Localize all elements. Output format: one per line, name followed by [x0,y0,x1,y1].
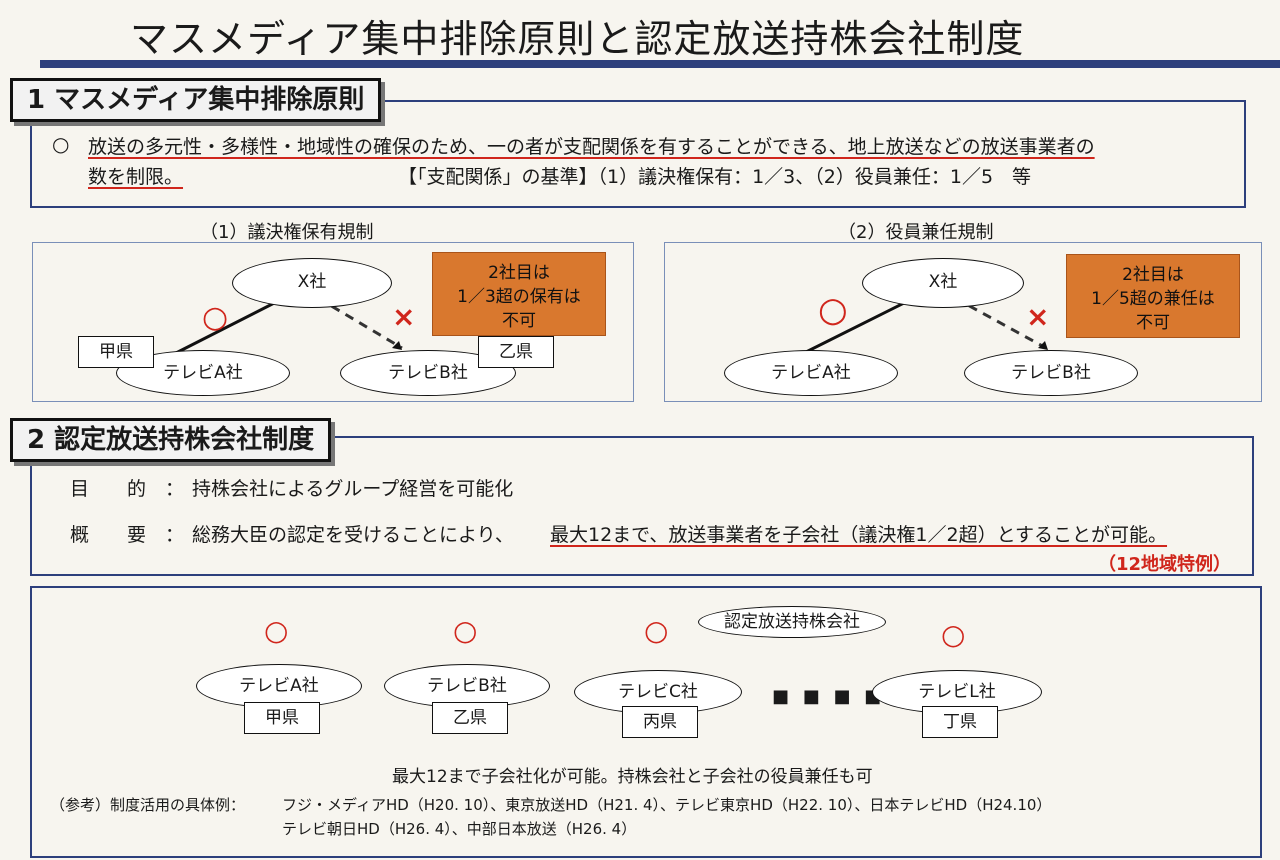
diagram2-tv-a: テレビA社 [724,350,898,396]
section1-criteria: 【「支配関係」の基準】（1）議決権保有：1／3、（2）役員兼任：1／5 等 [398,166,1032,188]
page-title: マスメディア集中排除原則と認定放送持株会社制度 [130,17,1025,61]
subsidiary-a: テレビA社 [196,664,362,708]
diagram2-x-company: X社 [862,258,1024,308]
diagram2-caption: （2）役員兼任規制 [838,222,994,243]
reference-label: （参考）制度活用の具体例： [50,796,246,814]
diagram3-bracket-note: 最大12まで子会社化が可能。持株会社と子会社の役員兼任も可 [392,767,873,787]
diagram1-pref-left: 甲県 [78,336,154,368]
section2-special: （12地域特例） [1098,554,1232,575]
subsidiary-a-prefecture: 甲県 [244,702,320,734]
subsidiary-b-prefecture: 乙県 [432,702,508,734]
section2-summary-text-a: 総務大臣の認定を受けることにより、 [192,524,514,546]
diagram2-tv-b: テレビB社 [964,350,1138,396]
subsidiary-c-prefecture: 丙県 [622,706,698,738]
diagram2-ok-mark: ○ [818,290,848,330]
section1-bullet: ○ [52,132,70,156]
section1-text-line1: 放送の多元性・多様性・地域性の確保のため、一の者が支配関係を有することができる、… [88,136,1095,158]
diagram1-x-company: X社 [232,258,392,308]
diagram1-ok-mark: ○ [202,300,229,335]
subsidiary-l-prefecture: 丁県 [922,706,998,738]
diagram1-pref-right: 乙県 [478,336,554,368]
diagram2-note-line1: 2社目は [1122,265,1184,285]
diagram1-note-line1: 2社目は [488,263,550,283]
diagram1-ng-mark: × [392,300,416,333]
reference-line1: フジ・メディアHD（H20. 10）、東京放送HD（H21. 4）、テレビ東京H… [282,796,1052,814]
subsidiary-a-ok-mark: ○ [264,614,289,647]
section2-summary-text-b: 最大12まで、放送事業者を子会社（議決権1／2超）とすることが可能。 [550,524,1168,546]
diagram2-note: 2社目は 1／5超の兼任は 不可 [1066,254,1240,338]
title-underline [40,60,1280,68]
section1-heading: 1 マスメディア集中排除原則 [10,78,382,122]
subsidiary-ellipsis: ■ ■ ■ ■ [772,686,886,707]
reference-line2: テレビ朝日HD（H26. 4）、中部日本放送（H26. 4） [282,820,637,838]
diagram2-note-line2: 1／5超の兼任は [1091,289,1215,309]
section2-heading: 2 認定放送持株会社制度 [10,418,332,462]
subsidiary-b-ok-mark: ○ [453,614,478,647]
section1-text-line2: 数を制限。 [88,166,184,188]
holding-company: 認定放送持株会社 [698,606,886,638]
subsidiary-c-ok-mark: ○ [644,614,669,647]
diagram1-note-line2: 1／3超の保有は [457,287,581,307]
section2-purpose-text: 持株会社によるグループ経営を可能化 [192,478,514,500]
diagram1-tv-a: テレビA社 [116,350,290,396]
subsidiary-l-ok-mark: ○ [941,618,966,651]
diagram2-note-line3: 不可 [1136,313,1170,333]
diagram2-ng-mark: × [1026,300,1050,333]
section2-summary-label: 概 要 ： [70,524,185,546]
section2-purpose-label: 目 的 ： [70,478,185,500]
diagram1-note: 2社目は 1／3超の保有は 不可 [432,252,606,336]
diagram1-note-line3: 不可 [502,311,536,331]
diagram1-caption: （1）議決権保有規制 [200,222,374,243]
